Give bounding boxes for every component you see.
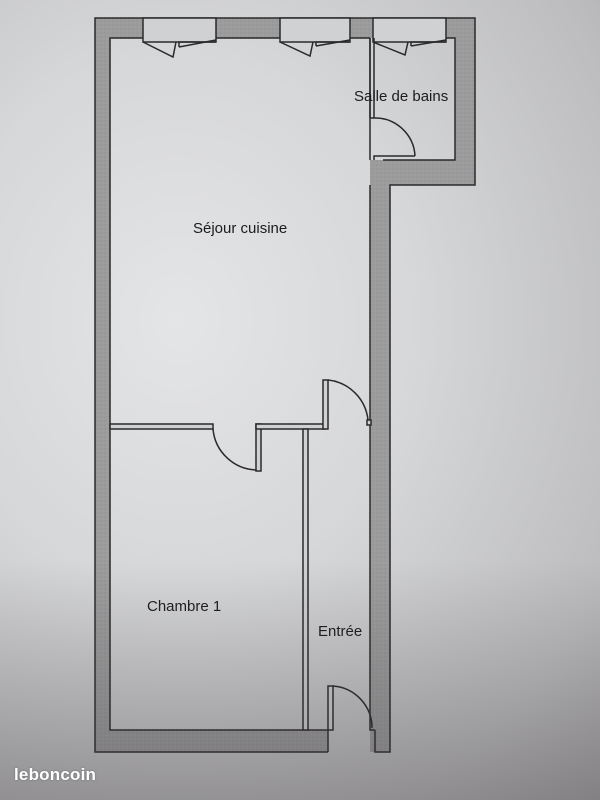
partition-chambre <box>109 423 326 472</box>
room-label-entree: Entrée <box>318 623 363 640</box>
partition-entree <box>302 379 372 731</box>
bathroom-door <box>369 38 416 160</box>
wall-left-body <box>95 18 110 752</box>
wall-outlines <box>94 17 476 753</box>
room-label-chambre: Chambre 1 <box>147 598 222 615</box>
window-3 <box>372 17 447 57</box>
wall-bath-right <box>455 18 475 185</box>
window-2 <box>279 17 351 58</box>
leboncoin-watermark: leboncoin <box>14 765 97 784</box>
wall-right <box>370 160 390 752</box>
window-1 <box>142 17 217 59</box>
wall-bottom-right <box>375 730 390 752</box>
room-label-salle-de-bains: Salle de bains <box>354 88 449 105</box>
wall-bottom-left <box>95 730 328 752</box>
windows <box>142 17 447 59</box>
walls <box>95 18 475 752</box>
entrance-door <box>327 685 373 731</box>
room-label-sejour: Séjour cuisine <box>193 220 288 237</box>
